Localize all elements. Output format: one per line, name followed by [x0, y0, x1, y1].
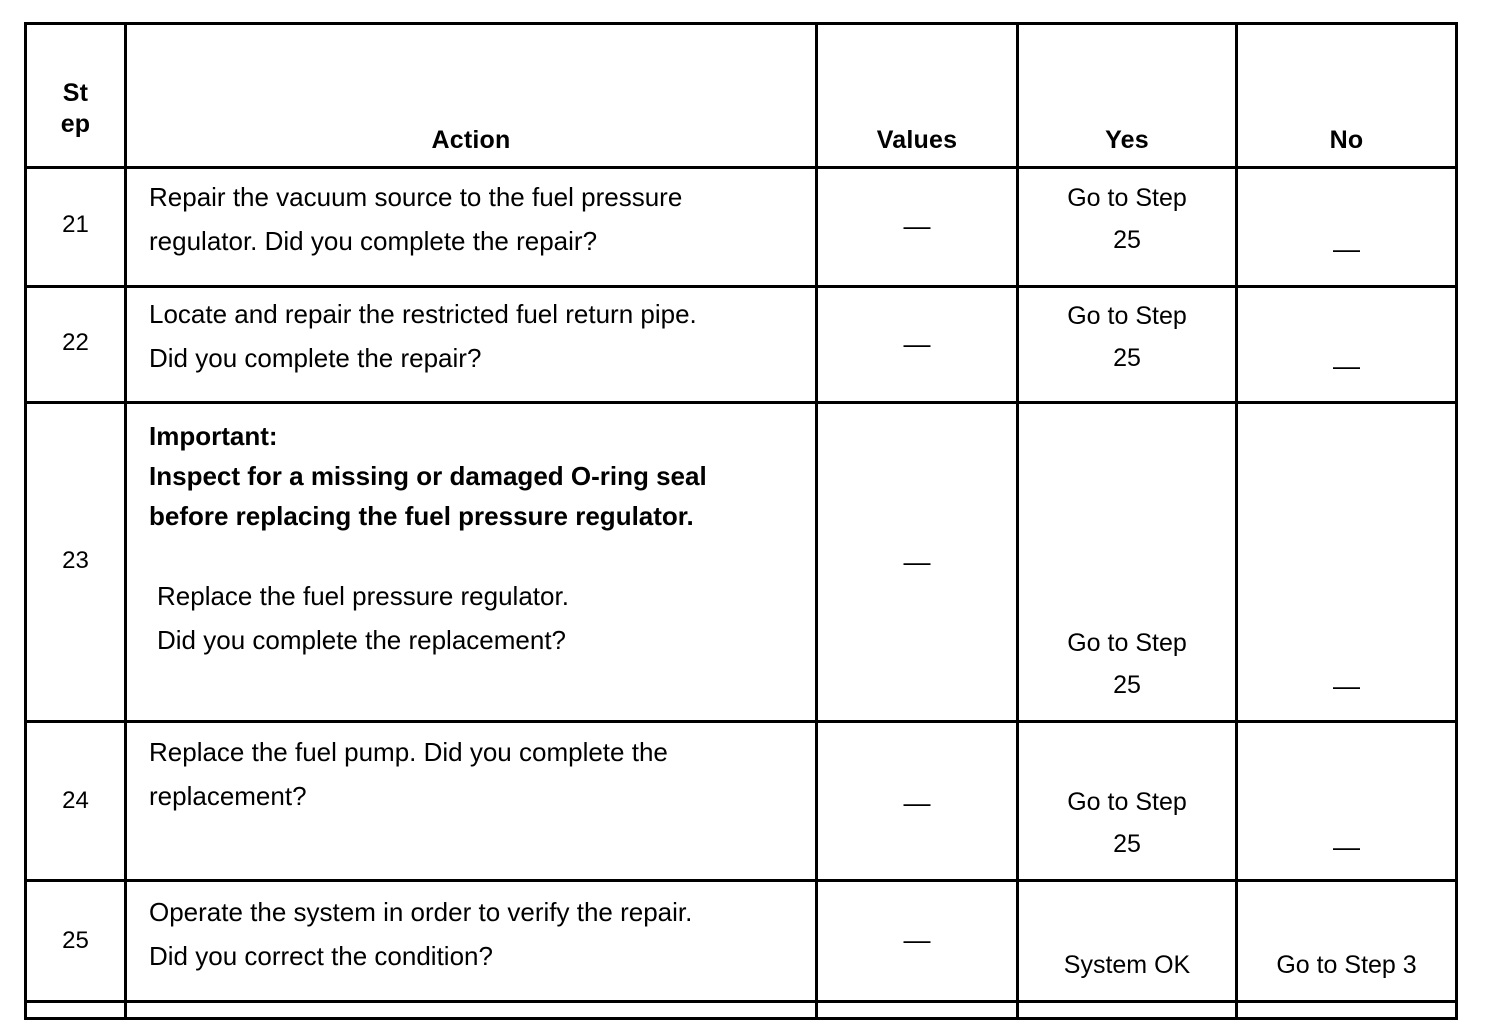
step-table-container: St ep Action Values Yes No [24, 22, 1458, 1020]
column-header-step-line1: St [62, 79, 89, 107]
values-dash: — [903, 788, 931, 818]
cell-yes: System OK [1016, 879, 1238, 1003]
yes-result-line1: Go to Step [1067, 302, 1187, 330]
action-text: Operate the system in order to verify th… [149, 897, 693, 971]
column-header-action-label: Action [431, 126, 511, 154]
step-number: 22 [62, 329, 89, 356]
action-text: Repair the vacuum source to the fuel pre… [149, 182, 683, 256]
cell-yes: Go to Step 25 [1016, 401, 1238, 723]
cell-yes: Go to Step 25 [1016, 720, 1238, 882]
action-text: Locate and repair the restricted fuel re… [149, 299, 697, 373]
cell-step: 21 [24, 166, 127, 288]
cell-step [24, 1000, 127, 1020]
no-dash: — [1333, 832, 1360, 862]
column-header-yes-label: Yes [1105, 126, 1149, 154]
cell-values [815, 1000, 1019, 1020]
cell-action [124, 1000, 818, 1020]
column-header-step-line2: ep [60, 110, 91, 138]
cell-values: — [815, 285, 1019, 404]
yes-result-line2: 25 [1113, 830, 1141, 858]
step-number: 23 [62, 547, 89, 574]
cell-values: — [815, 401, 1019, 723]
cell-no: Go to Step 3 [1235, 879, 1458, 1003]
action-text: Replace the fuel pump. Did you complete … [149, 737, 668, 811]
values-dash: — [903, 211, 931, 241]
cell-step: 22 [24, 285, 127, 404]
values-dash: — [903, 925, 931, 955]
table-header-row: St ep Action Values Yes No [24, 22, 1458, 169]
cell-values: — [815, 166, 1019, 288]
no-result: Go to Step 3 [1276, 951, 1417, 979]
action-text: Replace the fuel pressure regulator. Did… [157, 581, 569, 655]
yes-result-line2: 25 [1113, 226, 1141, 254]
yes-result-line1: Go to Step [1067, 788, 1187, 816]
table-row: 25 Operate the system in order to verify… [24, 879, 1458, 1003]
yes-result-line2: 25 [1113, 344, 1141, 372]
cell-action: Repair the vacuum source to the fuel pre… [124, 166, 818, 288]
cell-values: — [815, 879, 1019, 1003]
column-header-no-label: No [1329, 126, 1364, 154]
cell-action: Locate and repair the restricted fuel re… [124, 285, 818, 404]
cell-yes [1016, 1000, 1238, 1020]
step-number: 24 [62, 787, 89, 814]
cell-no [1235, 1000, 1458, 1020]
yes-result: Go to Step 25 [1019, 622, 1235, 706]
column-header-step: St ep [24, 22, 127, 169]
cell-action: Important: Inspect for a missing or dama… [124, 401, 818, 723]
yes-result: Go to Step 25 [1019, 295, 1235, 379]
column-header-no: No [1235, 22, 1458, 169]
column-header-values-label: Values [876, 126, 958, 154]
table-row: 24 Replace the fuel pump. Did you comple… [24, 720, 1458, 882]
table-row: 23 Important: Inspect for a missing or d… [24, 401, 1458, 723]
yes-result-line2: 25 [1113, 671, 1141, 699]
cell-values: — [815, 720, 1019, 882]
column-header-yes: Yes [1016, 22, 1238, 169]
no-dash: — [1333, 234, 1360, 264]
yes-result-line1: Go to Step [1067, 629, 1187, 657]
step-number: 21 [62, 211, 89, 238]
table-row: 21 Repair the vacuum source to the fuel … [24, 166, 1458, 288]
cell-no: — [1235, 720, 1458, 882]
action-important-note: Important: Inspect for a missing or dama… [149, 421, 707, 531]
table-row: 22 Locate and repair the restricted fuel… [24, 285, 1458, 404]
cell-action: Operate the system in order to verify th… [124, 879, 818, 1003]
yes-result-line1: System OK [1063, 951, 1191, 979]
no-dash: — [1333, 671, 1360, 701]
column-header-values: Values [815, 22, 1019, 169]
cell-no: — [1235, 166, 1458, 288]
yes-result-line1: Go to Step [1067, 184, 1187, 212]
table-row-partial [24, 1000, 1458, 1020]
step-number: 25 [62, 927, 89, 954]
values-dash: — [903, 547, 931, 577]
cell-step: 24 [24, 720, 127, 882]
cell-no: — [1235, 401, 1458, 723]
cell-yes: Go to Step 25 [1016, 285, 1238, 404]
values-dash: — [903, 329, 931, 359]
cell-action: Replace the fuel pump. Did you complete … [124, 720, 818, 882]
yes-result: Go to Step 25 [1019, 177, 1235, 261]
cell-step: 25 [24, 879, 127, 1003]
no-dash: — [1333, 351, 1360, 381]
diagnostic-step-table: St ep Action Values Yes No [24, 22, 1458, 1020]
yes-result: System OK [1019, 944, 1235, 986]
column-header-action: Action [124, 22, 818, 169]
cell-yes: Go to Step 25 [1016, 166, 1238, 288]
yes-result: Go to Step 25 [1019, 781, 1235, 865]
cell-step: 23 [24, 401, 127, 723]
cell-no: — [1235, 285, 1458, 404]
